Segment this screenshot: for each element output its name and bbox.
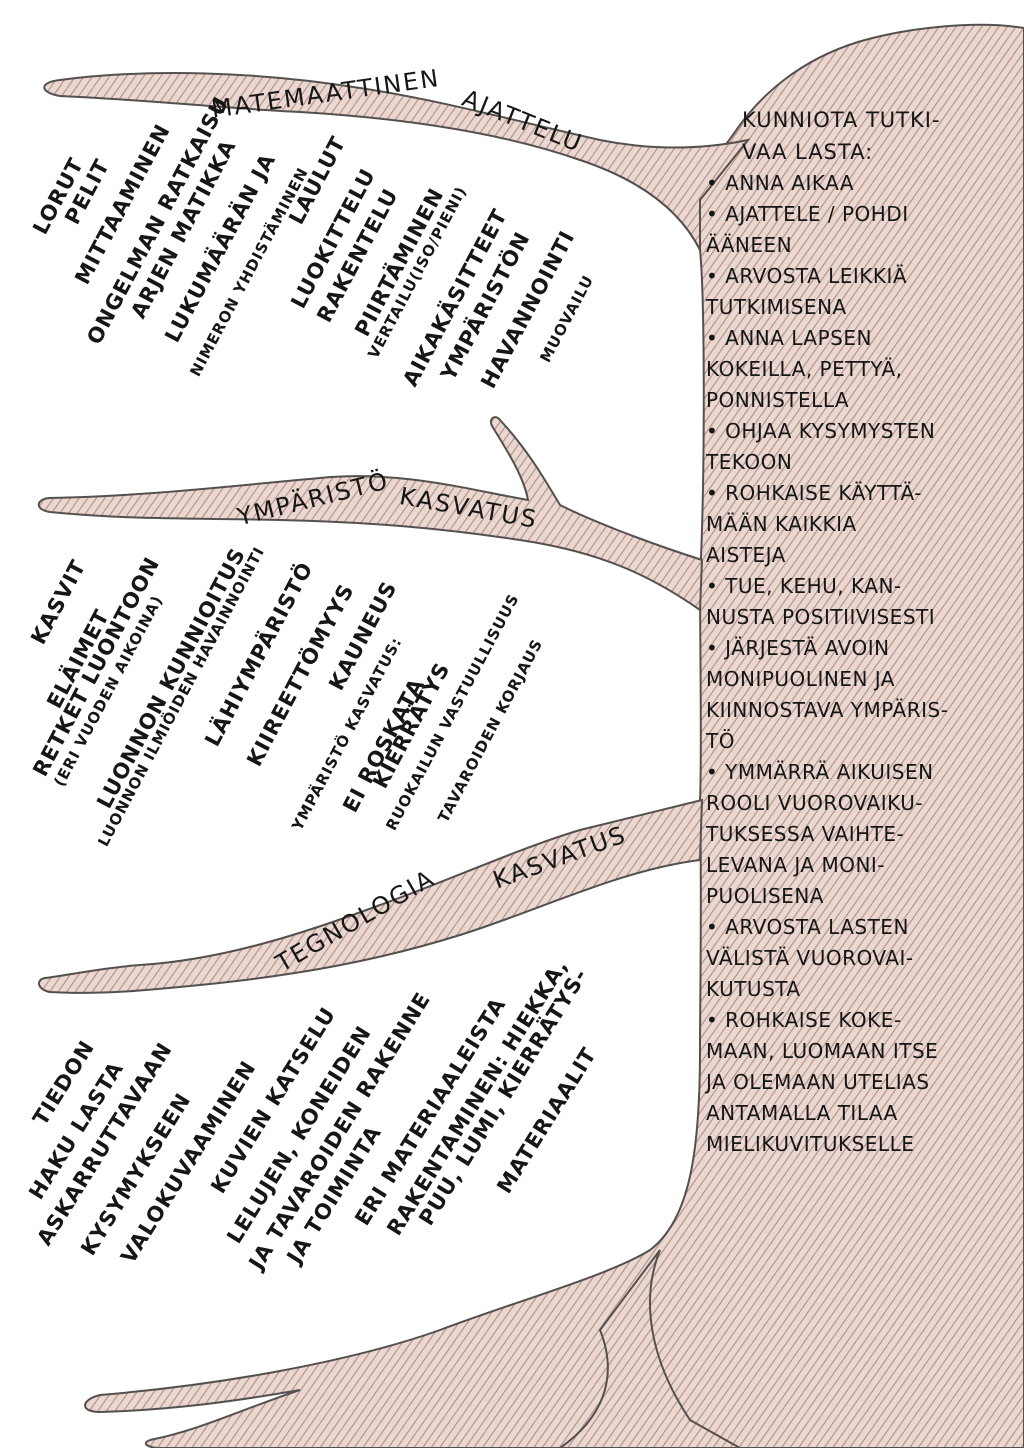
tip-item: • JÄRJESTÄ AVOIN MONIPUOLINEN JA KIINNOS… <box>706 636 949 753</box>
tip-item: • YMMÄRRÄ AIKUISEN ROOLI VUOROVAIKU- TUK… <box>706 760 934 908</box>
branch-lower-shape <box>38 798 704 994</box>
tips-list: • ANNA AIKAA • AJATTELE / POHDI ÄÄNEEN • A… <box>706 168 1006 1160</box>
trunk-heading-line-2: VAA LASTA: <box>742 140 874 164</box>
tip-item: • TUE, KEHU, KAN- NUSTA POSITIIVISESTI <box>706 574 936 629</box>
tip-item: • ARVOSTA LASTEN VÄLISTÄ VUOROVAI- KUTUS… <box>706 915 914 1001</box>
tip-item: • ROHKAISE KOKE- MAAN, LUOMAAN ITSE JA O… <box>706 1008 939 1156</box>
trunk-heading-line-1: KUNNIOTA TUTKI- <box>742 108 941 132</box>
branch-top-shape <box>43 72 751 251</box>
tip-item: • AJATTELE / POHDI ÄÄNEEN <box>706 202 909 257</box>
trunk-text-panel: KUNNIOTA TUTKI- VAA LASTA: • ANNA AIKAA•… <box>706 104 1006 1160</box>
tip-item: • OHJAA KYSYMYSTEN TEKOON <box>706 419 936 474</box>
tip-item: • ROHKAISE KÄYTTÄ- MÄÄN KAIKKIA AISTEJA <box>706 481 922 567</box>
trunk-heading: KUNNIOTA TUTKI- VAA LASTA: <box>706 104 1006 168</box>
root-shape <box>558 1249 743 1448</box>
tip-item: • ANNA AIKAA <box>706 171 855 195</box>
tip-item: • ARVOSTA LEIKKIÄ TUTKIMISENA <box>706 264 908 319</box>
branch-middle-shape <box>37 416 704 612</box>
tip-item: • ANNA LAPSEN KOKEILLA, PETTYÄ, PONNISTE… <box>706 326 903 412</box>
